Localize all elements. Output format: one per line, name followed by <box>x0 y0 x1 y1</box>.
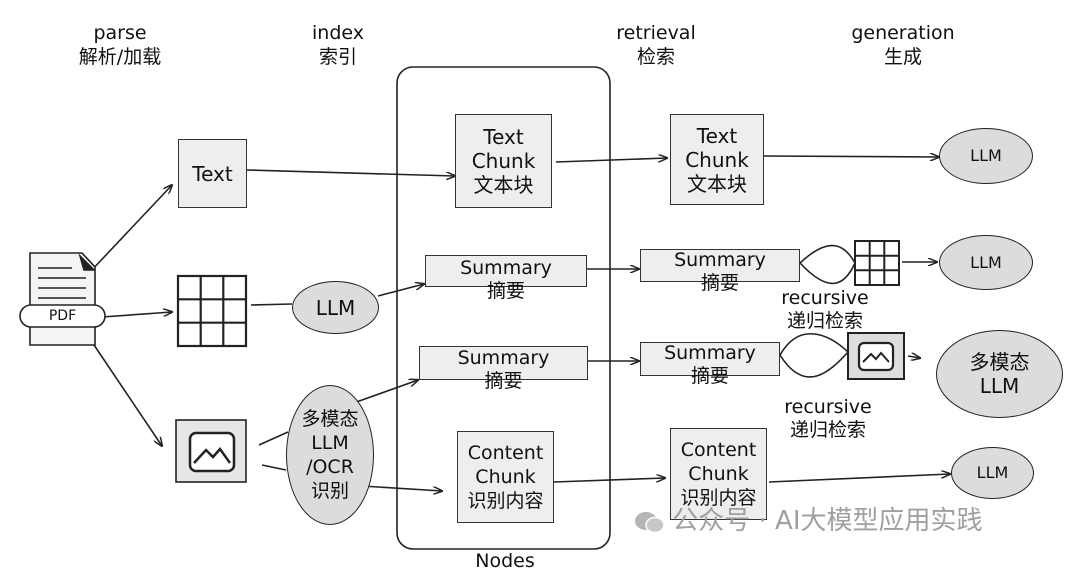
pdf-document-icon <box>19 252 106 346</box>
wechat-icon <box>634 510 664 534</box>
stage-header-generation: generation 生成 <box>833 21 973 69</box>
multimodal-ocr-line: /OCR <box>306 456 354 478</box>
summary-line: 摘要 <box>690 365 729 387</box>
text-box: Text <box>178 139 247 208</box>
stage-header-en: generation <box>851 22 955 44</box>
arrow-pdf-to-table <box>101 312 172 318</box>
summary-line: 摘要 <box>484 370 523 392</box>
retrieval-text-chunk: Text Chunk 文本块 <box>670 114 764 205</box>
watermark-text: 公众号 · AI大模型应用实践 <box>672 506 983 536</box>
stage-header-zh: 索引 <box>318 46 357 68</box>
chunk-line: Chunk <box>685 147 749 172</box>
index-summary-1: Summary 摘要 <box>425 255 587 302</box>
llm-label: LLM <box>976 463 1009 482</box>
llm-label: LLM <box>970 146 1002 165</box>
chunk-line: 识别内容 <box>680 487 757 509</box>
multimodal-llm-line: LLM <box>979 374 1020 398</box>
summary-line: Summary <box>460 257 552 279</box>
nodes-footer-label: Nodes <box>475 550 535 572</box>
chunk-line: 识别内容 <box>467 490 544 512</box>
index-text-chunk: Text Chunk 文本块 <box>455 114 552 208</box>
pdf-label: PDF <box>48 308 77 324</box>
chunk-line: Chunk <box>688 463 749 485</box>
chunk-line: Chunk <box>471 149 536 173</box>
recursive-label-2: recursive 递归检索 <box>768 396 888 442</box>
llm-label: LLM <box>970 252 1002 272</box>
watermark: 公众号 · AI大模型应用实践 <box>634 500 983 537</box>
text-box-label: Text <box>192 161 233 186</box>
generation-llm-2: LLM <box>939 235 1033 290</box>
multimodal-ocr-line: 识别 <box>310 480 349 502</box>
recursive-line: recursive <box>781 287 869 309</box>
small-grid-icon <box>854 240 900 286</box>
generation-multimodal-llm: 多模态 LLM <box>936 330 1063 418</box>
arrow-text-to-text-chunk <box>246 169 455 176</box>
multimodal-ocr-line: LLM <box>311 432 349 454</box>
line-table-to-llm <box>250 303 293 306</box>
summary-line: Summary <box>674 248 766 271</box>
multimodal-llm-line: 多模态 <box>969 350 1030 374</box>
multimodal-ocr-ellipse: 多模态 LLM /OCR 识别 <box>286 385 374 525</box>
stage-header-zh: 生成 <box>883 46 922 68</box>
stage-header-zh: 检索 <box>636 46 675 68</box>
stage-header-zh: 解析/加载 <box>78 46 162 68</box>
stage-header-en: parse <box>93 22 147 44</box>
arrow-content-chunk-to-llm-4 <box>768 474 950 483</box>
llm-label: LLM <box>315 295 356 320</box>
recursive-line: 递归检索 <box>789 419 866 441</box>
chunk-line: Content <box>467 442 544 464</box>
line-image-to-multimodal-2 <box>261 464 287 471</box>
generation-llm-4: LLM <box>951 447 1034 499</box>
arrow-llm-to-summary-1 <box>377 284 424 297</box>
summary-line: Summary <box>664 342 756 364</box>
recursive-label-1: recursive 递归检索 <box>765 287 885 333</box>
small-image-icon <box>847 332 905 380</box>
stage-header-index: index 索引 <box>268 21 408 69</box>
recursive-line: 递归检索 <box>786 310 863 332</box>
chunk-line: Chunk <box>475 466 536 488</box>
recursive-loop-2 <box>779 333 850 378</box>
arrow-text-chunk-to-llm-1 <box>763 156 939 157</box>
summary-line: Summary <box>457 347 550 369</box>
index-summary-2: Summary 摘要 <box>419 346 588 392</box>
arrow-pdf-to-image <box>91 341 162 446</box>
arrow-text-chunk-to-retrieval <box>555 158 667 163</box>
connectors-layer <box>19 66 1080 550</box>
chunk-line: Text <box>483 125 524 149</box>
chunk-line: Text <box>696 123 738 148</box>
arrow-multimodal-to-summary-2 <box>347 380 418 406</box>
chunk-line: 文本块 <box>473 173 534 197</box>
chunk-line: Content <box>680 439 757 461</box>
table-grid-icon <box>176 274 248 348</box>
stage-header-parse: parse 解析/加载 <box>50 21 190 69</box>
arrow-content-chunk-to-retrieval <box>553 478 665 483</box>
stage-header-retrieval: retrieval 检索 <box>586 21 726 69</box>
nodes-container <box>396 66 611 550</box>
retrieval-summary-1: Summary 摘要 <box>640 248 800 294</box>
arrow-pdf-to-text <box>89 185 172 273</box>
arrow-multimodal-to-content-chunk <box>361 485 442 491</box>
arrow-loop-2-to-multimodal <box>907 356 920 358</box>
index-content-chunk: Content Chunk 识别内容 <box>457 431 554 523</box>
summary-line: 摘要 <box>486 280 525 302</box>
stage-header-en: retrieval <box>616 22 696 44</box>
stage-header-en: index <box>312 22 364 44</box>
line-image-to-multimodal-1 <box>258 431 289 446</box>
rag-pipeline-diagram: parse 解析/加载 index 索引 retrieval 检索 genera… <box>19 21 1080 572</box>
llm-ellipse-index: LLM <box>292 281 379 334</box>
recursive-loop-1 <box>798 244 856 285</box>
summary-line: 摘要 <box>700 271 739 294</box>
image-icon <box>175 419 247 483</box>
retrieval-summary-2: Summary 摘要 <box>640 342 780 387</box>
recursive-line: recursive <box>784 396 872 418</box>
retrieval-content-chunk: Content Chunk 识别内容 <box>670 428 767 520</box>
generation-llm-1: LLM <box>939 128 1033 184</box>
chunk-line: 文本块 <box>687 171 747 196</box>
multimodal-ocr-line: 多模态 <box>301 408 359 430</box>
